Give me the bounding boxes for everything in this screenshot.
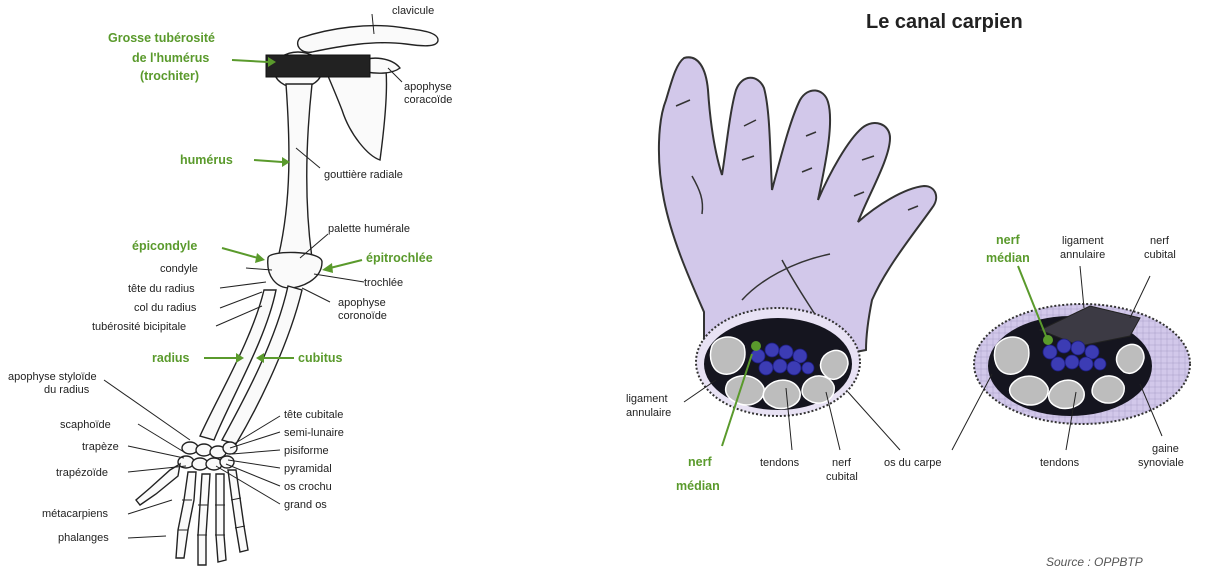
carpal-bones: [178, 442, 237, 470]
wrist-section-left: [696, 308, 860, 416]
carpal-tunnel-diagram: Le canal carpien: [626, 11, 1190, 569]
label-clavicule: clavicule: [392, 5, 434, 17]
label-grosse-tuberosite-3: (trochiter): [140, 69, 199, 83]
label-tendons-right: tendons: [1040, 457, 1080, 469]
label-ligament-annulaire-right-2: annulaire: [1060, 249, 1105, 261]
label-radius: radius: [152, 351, 190, 365]
label-ligament-annulaire-left-2: annulaire: [626, 407, 671, 419]
label-phalanges: phalanges: [58, 532, 109, 544]
clavicle: [298, 26, 438, 53]
label-grosse-tuberosite-2: de l'humérus: [132, 51, 209, 65]
label-metacarpiens: métacarpiens: [42, 508, 109, 520]
arm-skeleton: clavicule apophyse coracoïde gouttière r…: [8, 5, 452, 565]
label-apophyse-coronoide-1: apophyse: [338, 297, 386, 309]
label-semi-lunaire: semi-lunaire: [284, 427, 344, 439]
label-nerf-median-right-2: médian: [986, 251, 1030, 265]
label-epitrochlee: épitrochlée: [366, 251, 433, 265]
label-nerf-cubital-left-2: cubital: [826, 471, 858, 483]
label-tuberosite: tubérosité bicipitale: [92, 321, 186, 333]
label-tendons-left: tendons: [760, 457, 800, 469]
diagram-title: Le canal carpien: [866, 11, 1023, 33]
label-tete-cubitale: tête cubitale: [284, 409, 343, 421]
label-humerus: humérus: [180, 153, 233, 167]
label-nerf-median-right-1: nerf: [996, 233, 1020, 247]
source-credit: Source : OPPBTP: [1046, 555, 1143, 569]
label-palette-humerale: palette humérale: [328, 223, 410, 235]
label-trapeze: trapèze: [82, 441, 119, 453]
label-grosse-tuberosite-1: Grosse tubérosité: [108, 31, 215, 45]
label-ligament-annulaire-right-1: ligament: [1062, 235, 1104, 247]
label-pyramidal: pyramidal: [284, 463, 332, 475]
label-apophyse-styloide-2: du radius: [44, 384, 90, 396]
label-tete-radius: tête du radius: [128, 283, 195, 295]
label-ligament-annulaire-left-1: ligament: [626, 393, 668, 405]
label-apophyse-coracoide-1: apophyse: [404, 81, 452, 93]
label-condyle: condyle: [160, 263, 198, 275]
label-gaine-synoviale-2: synoviale: [1138, 457, 1184, 469]
label-apophyse-coracoide-2: coracoïde: [404, 94, 452, 106]
label-apophyse-styloide-1: apophyse styloïde: [8, 371, 97, 383]
hand-bones: [136, 464, 248, 565]
label-cubitus: cubitus: [298, 351, 342, 365]
label-nerf-cubital-right-1: nerf: [1150, 235, 1170, 247]
label-col-radius: col du radius: [134, 302, 197, 314]
label-grand-os: grand os: [284, 499, 327, 511]
trochiter-marker: [266, 55, 370, 77]
label-trochlee: trochlée: [364, 277, 403, 289]
label-os-du-carpe: os du carpe: [884, 457, 941, 469]
label-nerf-median-left-1: nerf: [688, 455, 712, 469]
wrist-section-right: [974, 304, 1190, 424]
label-nerf-cubital-right-2: cubital: [1144, 249, 1176, 261]
label-nerf-cubital-left-1: nerf: [832, 457, 852, 469]
label-apophyse-coronoide-2: coronoïde: [338, 310, 387, 322]
label-pisiforme: pisiforme: [284, 445, 329, 457]
label-gaine-synoviale-1: gaine: [1152, 443, 1179, 455]
label-nerf-median-left-2: médian: [676, 479, 720, 493]
label-trapezoide: trapézoïde: [56, 467, 108, 479]
humerus-shaft: [278, 84, 312, 258]
label-gouttiere-radiale: gouttière radiale: [324, 169, 403, 181]
elbow: [268, 252, 322, 288]
label-os-crochu: os crochu: [284, 481, 332, 493]
label-epicondyle: épicondyle: [132, 239, 197, 253]
label-scaphoide: scaphoïde: [60, 419, 111, 431]
